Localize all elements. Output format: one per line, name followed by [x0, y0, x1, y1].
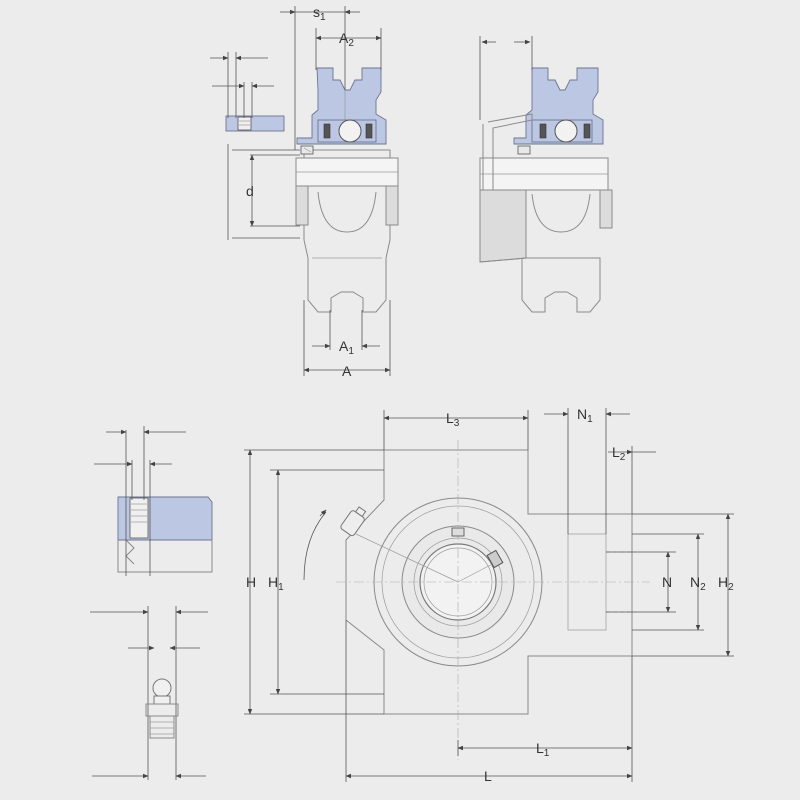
label-l2: L2 — [612, 444, 626, 463]
label-a1: A1 — [339, 338, 354, 357]
label-l3: L3 — [446, 410, 460, 429]
detail-top-small — [210, 52, 285, 132]
section-view-right — [479, 36, 613, 313]
label-l: L — [484, 768, 492, 784]
label-h2: H2 — [718, 574, 734, 593]
dims-front-view — [244, 408, 734, 782]
dimension-labels: s1 A2 d A1 A L3 N1 L2 H H1 N N2 H2 L1 L — [246, 4, 734, 784]
label-s1: s1 — [313, 4, 326, 23]
label-l1: L1 — [536, 740, 550, 759]
dims-top-left — [227, 6, 391, 376]
label-n: N — [662, 574, 672, 590]
section-view-left — [295, 67, 399, 313]
detail-grease-nipple — [90, 606, 208, 780]
label-a2: A2 — [339, 30, 354, 49]
label-n2: N2 — [690, 574, 706, 593]
front-view — [303, 440, 650, 760]
label-a: A — [342, 363, 352, 379]
label-n1: N1 — [577, 406, 593, 425]
detail-bottom-section — [94, 426, 213, 576]
label-h1: H1 — [268, 574, 284, 593]
label-h: H — [246, 574, 256, 590]
label-d: d — [246, 183, 254, 199]
